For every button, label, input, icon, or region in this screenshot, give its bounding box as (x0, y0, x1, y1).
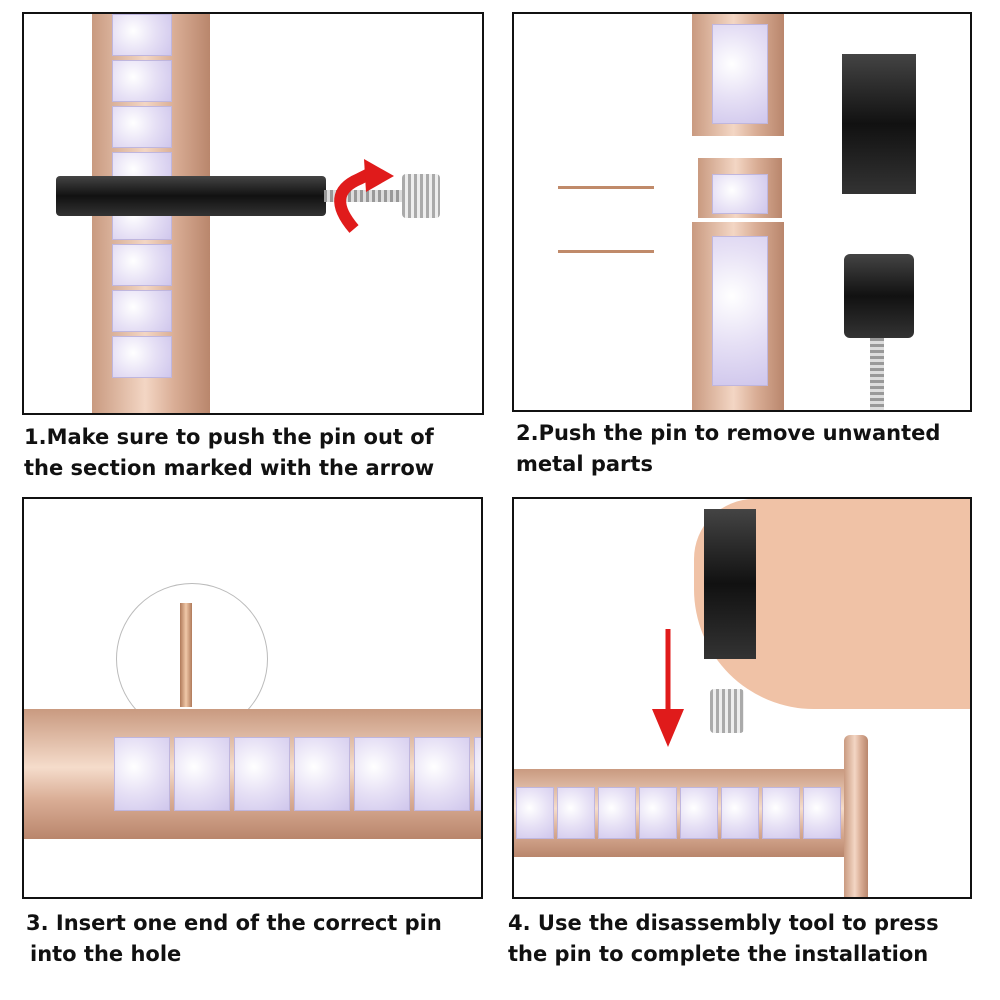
pearl-insert (712, 174, 768, 214)
pearl-insert (721, 787, 759, 839)
pearl-insert (234, 737, 290, 811)
pearl-insert (516, 787, 554, 839)
pearl-insert (112, 244, 172, 286)
watch-connector (844, 735, 868, 897)
caption-line: into the hole (30, 942, 182, 966)
pearl-insert (803, 787, 841, 839)
step4-caption: 4. Use the disassembly tool to press the … (508, 908, 939, 970)
pin-tool-body (56, 176, 326, 216)
pearl-insert (112, 336, 172, 378)
pearl-insert (474, 737, 481, 811)
caption-line: metal parts (516, 452, 653, 476)
magnified-pin (180, 603, 192, 707)
removed-pin (558, 250, 654, 253)
pearl-insert (712, 24, 768, 124)
pearl-insert (557, 787, 595, 839)
pearl-insert (112, 106, 172, 148)
pin-tool-cylinder (844, 254, 914, 338)
removed-pin (558, 186, 654, 189)
step1-panel (22, 12, 484, 415)
pin-tool-body (842, 54, 916, 194)
pearl-insert (712, 236, 768, 386)
pearl-insert (639, 787, 677, 839)
pearl-insert (598, 787, 636, 839)
pearl-insert (680, 787, 718, 839)
pearl-insert (762, 787, 800, 839)
caption-line: 4. Use the disassembly tool to press (508, 911, 939, 935)
step3-panel (22, 497, 483, 899)
pearl-insert (354, 737, 410, 811)
pearl-insert (112, 290, 172, 332)
caption-line: the pin to complete the installation (508, 942, 929, 966)
pearl-insert (294, 737, 350, 811)
red-down-arrow-icon (652, 629, 684, 747)
pearl-insert (112, 60, 172, 102)
caption-line: the section marked with the arrow (24, 456, 435, 480)
pearl-insert (112, 14, 172, 56)
step1-caption: 1.Make sure to push the pin out of the se… (24, 422, 434, 484)
pin-tool-body (704, 509, 756, 659)
pearl-insert (174, 737, 230, 811)
caption-line: 3. Insert one end of the correct pin (26, 911, 442, 935)
pearl-insert (114, 737, 170, 811)
tool-screw (870, 338, 884, 410)
step2-caption: 2.Push the pin to remove unwanted metal p… (516, 418, 940, 480)
step2-panel (512, 12, 972, 412)
step4-panel (512, 497, 972, 899)
tool-knob (402, 174, 440, 218)
red-arrow-icon (334, 159, 394, 233)
pearl-insert (414, 737, 470, 811)
caption-line: 1.Make sure to push the pin out of (24, 425, 434, 449)
caption-line: 2.Push the pin to remove unwanted (516, 421, 941, 445)
tool-knob (710, 689, 744, 733)
step3-caption: 3. Insert one end of the correct pin into… (26, 908, 442, 970)
